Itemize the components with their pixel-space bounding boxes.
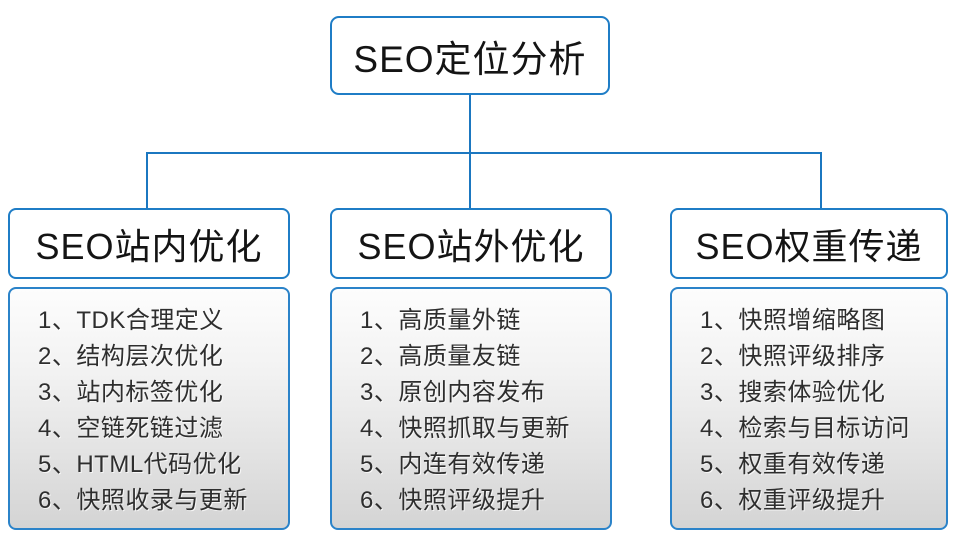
connector-right-drop (820, 152, 822, 210)
branch-onsite-optimization: SEO站内优化 1、TDK合理定义 2、结构层次优化 3、站内标签优化 4、空链… (8, 208, 290, 530)
branch-list-onsite: 1、TDK合理定义 2、结构层次优化 3、站内标签优化 4、空链死链过滤 5、H… (8, 287, 290, 530)
list-item: 3、搜索体验优化 (700, 379, 886, 406)
branch-title-onsite: SEO站内优化 (8, 208, 290, 279)
list-item: 5、内连有效传递 (360, 451, 546, 478)
list-item: 5、HTML代码优化 (38, 451, 242, 478)
list-item: 4、快照抓取与更新 (360, 415, 570, 442)
list-item: 3、原创内容发布 (360, 379, 546, 406)
connector-horizontal (146, 152, 822, 154)
list-item: 5、权重有效传递 (700, 451, 886, 478)
list-item: 2、快照评级排序 (700, 343, 886, 370)
list-item: 4、检索与目标访问 (700, 415, 910, 442)
branch-title-weight: SEO权重传递 (670, 208, 948, 279)
list-item: 6、权重评级提升 (700, 487, 886, 514)
list-item: 1、TDK合理定义 (38, 307, 224, 334)
branch-weight-transfer: SEO权重传递 1、快照增缩略图 2、快照评级排序 3、搜索体验优化 4、检索与… (670, 208, 948, 530)
list-item: 6、快照收录与更新 (38, 487, 248, 514)
list-item: 4、空链死链过滤 (38, 415, 224, 442)
list-item: 6、快照评级提升 (360, 487, 546, 514)
list-item: 1、高质量外链 (360, 307, 521, 334)
list-item: 3、站内标签优化 (38, 379, 224, 406)
list-item: 2、结构层次优化 (38, 343, 224, 370)
list-item: 1、快照增缩略图 (700, 307, 886, 334)
branch-list-offsite: 1、高质量外链 2、高质量友链 3、原创内容发布 4、快照抓取与更新 5、内连有… (330, 287, 612, 530)
branch-list-weight: 1、快照增缩略图 2、快照评级排序 3、搜索体验优化 4、检索与目标访问 5、权… (670, 287, 948, 530)
connector-root-drop (469, 94, 471, 154)
branch-title-offsite: SEO站外优化 (330, 208, 612, 279)
list-item: 2、高质量友链 (360, 343, 521, 370)
root-node-seo-positioning-analysis: SEO定位分析 (330, 16, 610, 95)
branch-offsite-optimization: SEO站外优化 1、高质量外链 2、高质量友链 3、原创内容发布 4、快照抓取与… (330, 208, 612, 530)
connector-middle-drop (469, 152, 471, 210)
connector-left-drop (146, 152, 148, 210)
